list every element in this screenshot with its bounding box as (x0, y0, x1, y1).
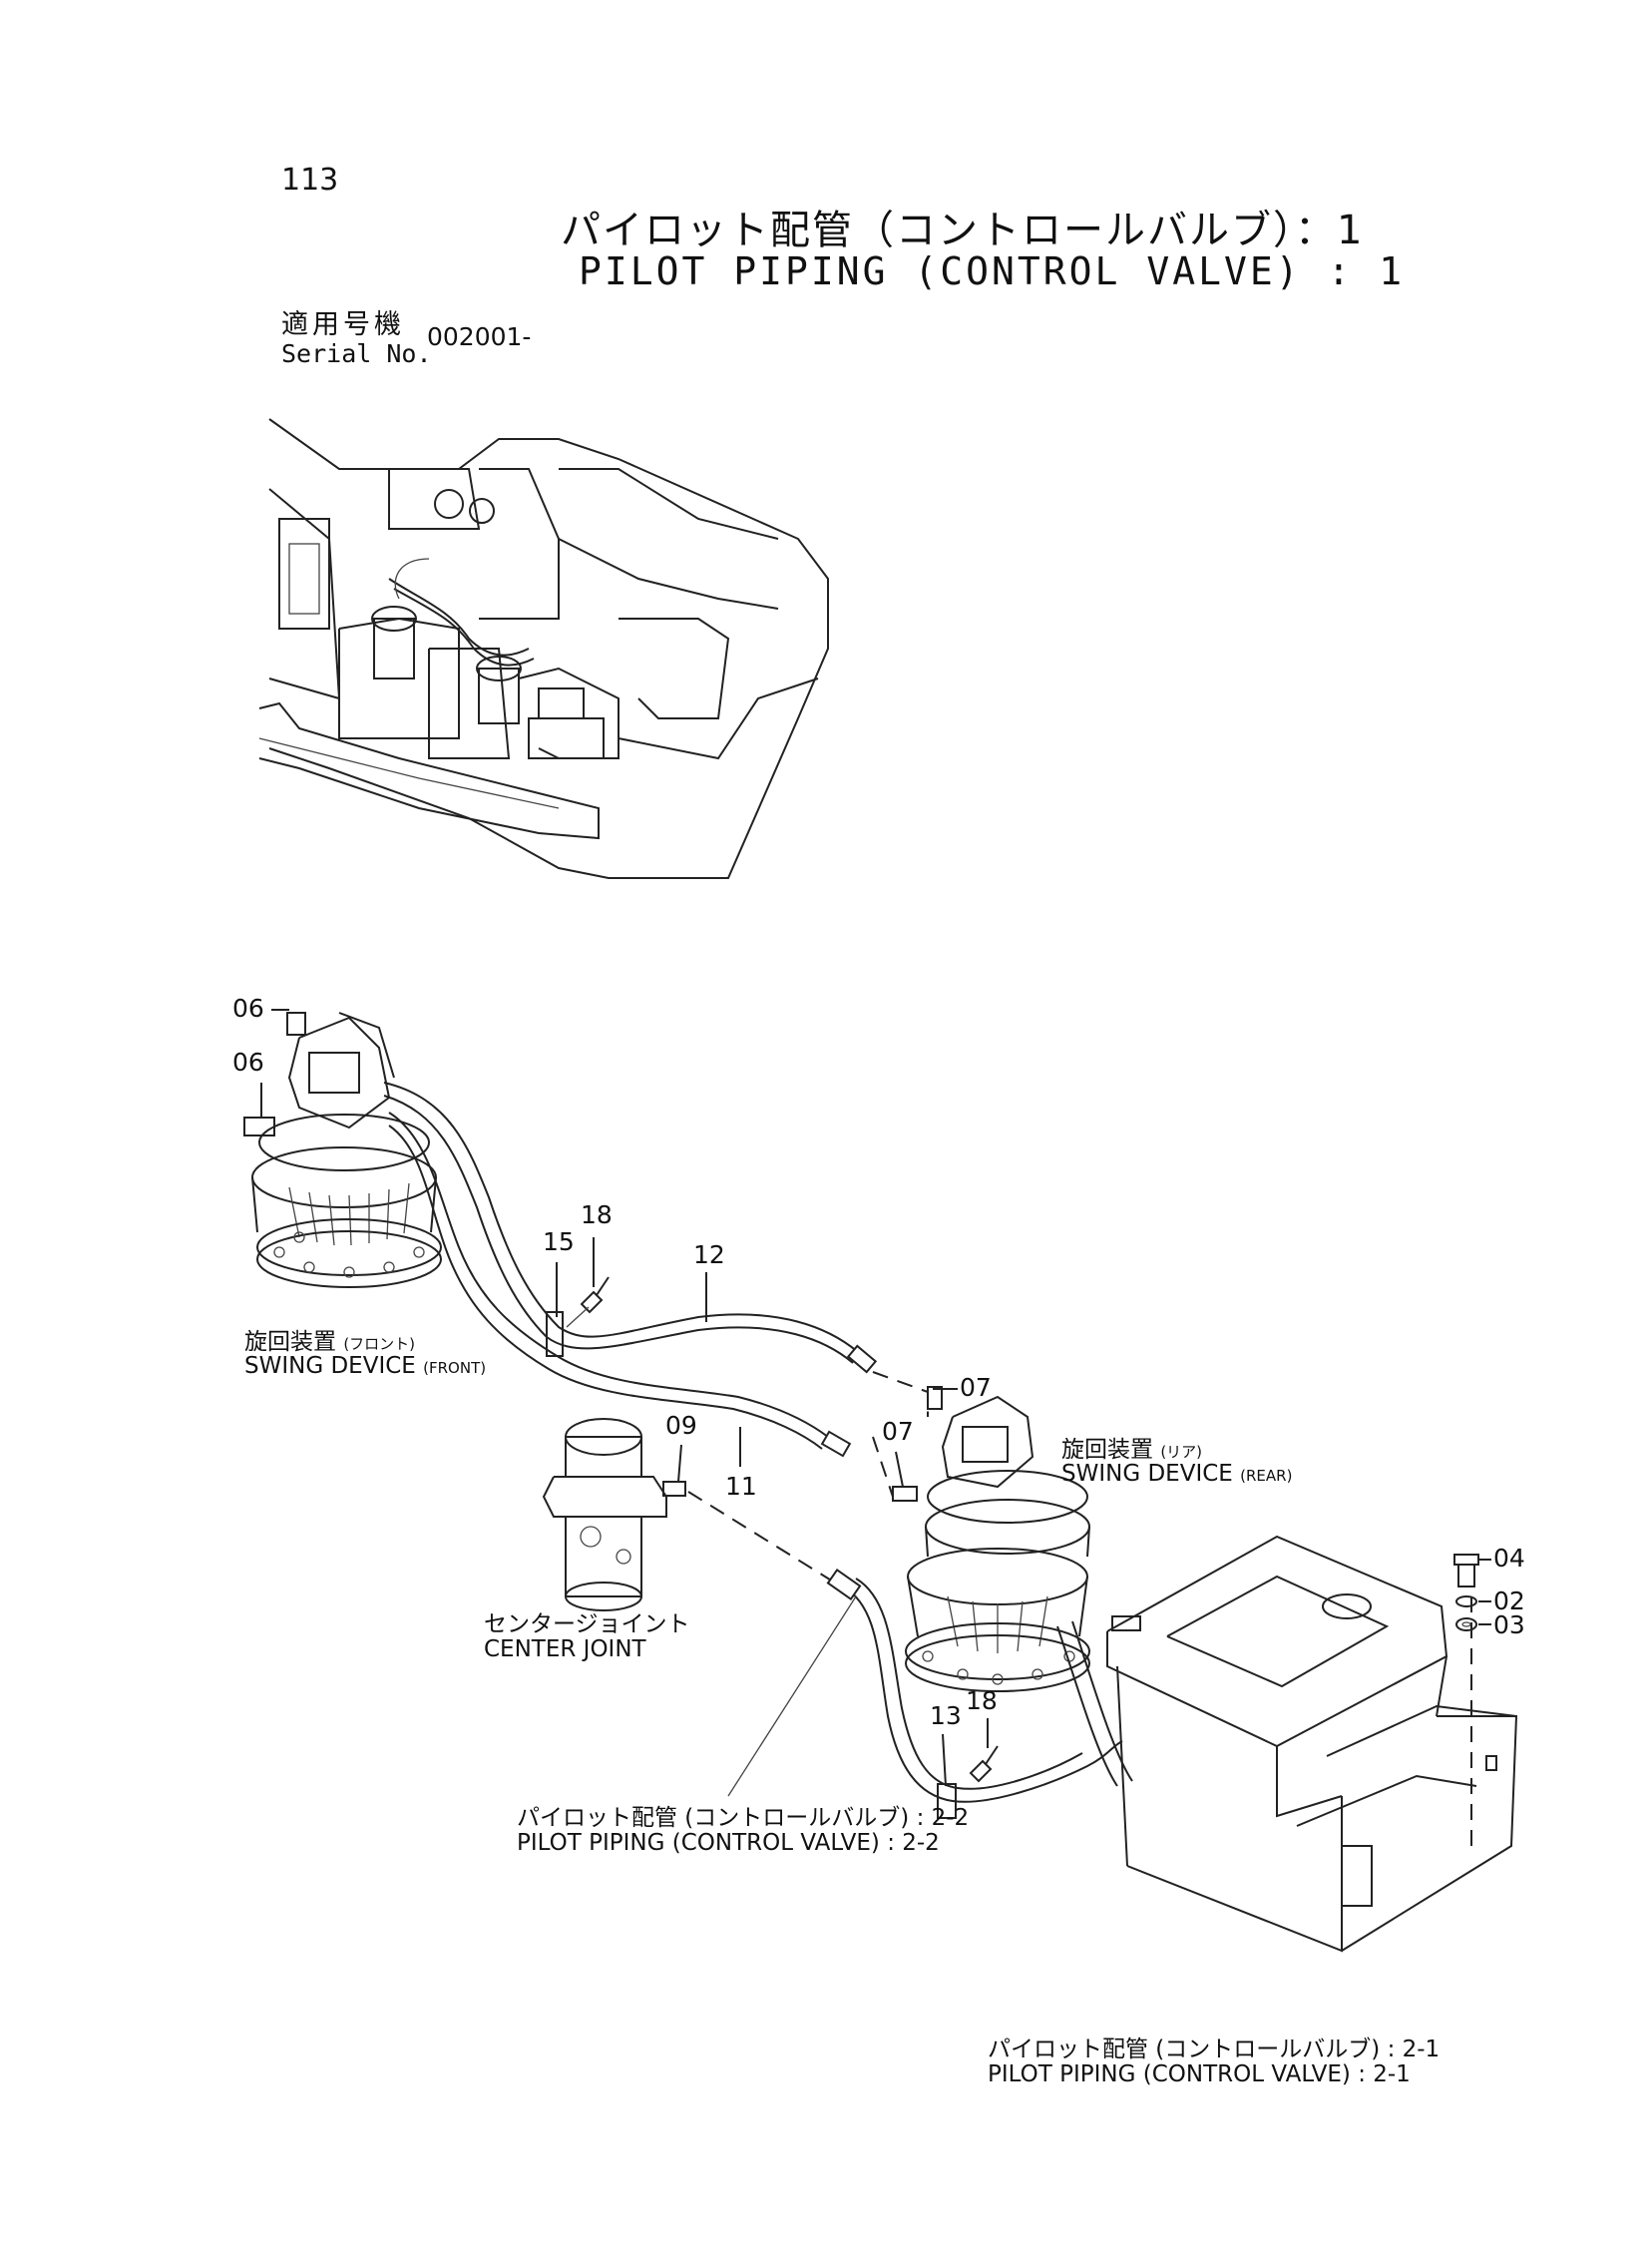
hose-assembly (383, 1082, 878, 1458)
page-title-jp: パイロット配管（コントロールバルブ）：1 (561, 208, 1365, 253)
callout-04: 04 (1493, 1544, 1525, 1573)
callout-13: 13 (930, 1701, 962, 1730)
callout-06-lower: 06 (232, 1048, 264, 1077)
page-title-en: PILOT PIPING (CONTROL VALVE) : 1 (579, 249, 1406, 293)
callout-15: 15 (543, 1227, 575, 1256)
page-number: 113 (281, 163, 339, 198)
caption-ref-2-1-jp: パイロット配管 (コントロールバルブ) : 2-1 (988, 2037, 1441, 2062)
callout-11: 11 (725, 1472, 757, 1501)
caption-swing-rear-en: SWING DEVICE (REAR) (1061, 1461, 1293, 1487)
machine-overview-illustration (258, 418, 829, 879)
callout-07-lower: 07 (882, 1417, 914, 1446)
swing-device-front-illustration (243, 1012, 442, 1288)
swing-device-rear-illustration (872, 1371, 1090, 1692)
serial-label-jp: 適用号機 (281, 309, 405, 340)
callout-12: 12 (693, 1240, 725, 1269)
callout-07-upper: 07 (960, 1373, 992, 1402)
caption-swing-front-jp: 旋回装置 (フロント) (244, 1329, 416, 1355)
caption-ref-2-2-en: PILOT PIPING (CONTROL VALVE) : 2-2 (517, 1830, 940, 1856)
callout-leaders (260, 1009, 989, 1787)
callout-18-upper: 18 (581, 1200, 613, 1229)
center-joint-illustration (542, 1418, 834, 1611)
callout-09: 09 (665, 1411, 697, 1440)
pilot-pipe-lower (727, 1569, 1133, 1819)
caption-ref-2-1-en: PILOT PIPING (CONTROL VALVE) : 2-1 (988, 2061, 1411, 2087)
serial-label-en: Serial No. (281, 339, 432, 368)
callout-02: 02 (1493, 1586, 1525, 1615)
caption-center-joint-en: CENTER JOINT (484, 1636, 646, 1662)
caption-center-joint-jp: センタージョイント (484, 1611, 690, 1637)
caption-ref-2-2-jp: パイロット配管 (コントロールバルブ) : 2-2 (517, 1805, 970, 1831)
cover-frame-illustration (1106, 1535, 1518, 1953)
caption-swing-front-en: SWING DEVICE (FRONT) (244, 1353, 487, 1379)
callout-03: 03 (1493, 1610, 1525, 1639)
callout-06-upper: 06 (232, 994, 264, 1023)
callout-18-lower: 18 (966, 1686, 998, 1715)
caption-swing-rear-jp: 旋回装置 (リア) (1061, 1437, 1203, 1463)
serial-number-value: 002001- (427, 322, 532, 351)
